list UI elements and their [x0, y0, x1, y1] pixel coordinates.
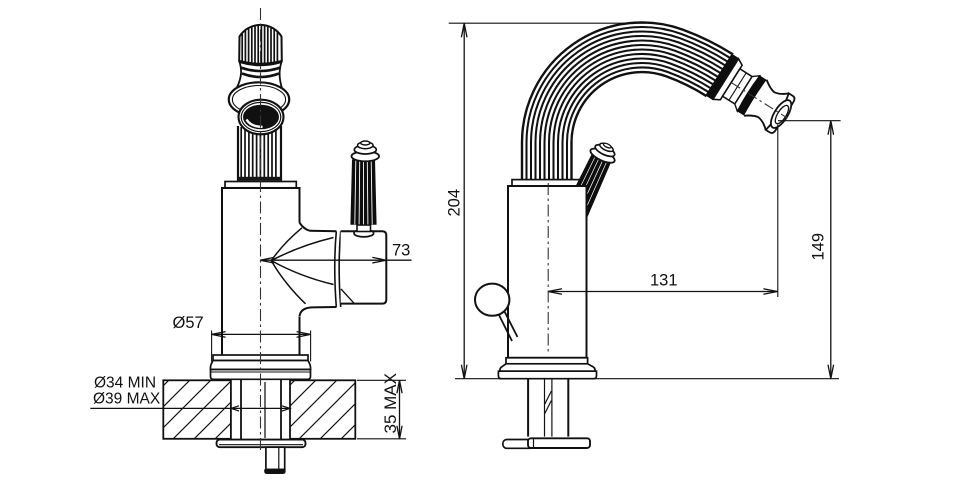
svg-text:149: 149 — [810, 233, 828, 261]
svg-text:Ø57: Ø57 — [173, 314, 204, 332]
svg-text:73: 73 — [392, 242, 410, 260]
svg-text:35 MAX: 35 MAX — [381, 373, 400, 433]
svg-text:131: 131 — [650, 272, 678, 290]
svg-text:Ø34 MIN: Ø34 MIN — [94, 375, 156, 392]
svg-text:204: 204 — [446, 189, 464, 217]
svg-text:Ø39 MAX: Ø39 MAX — [93, 391, 161, 408]
